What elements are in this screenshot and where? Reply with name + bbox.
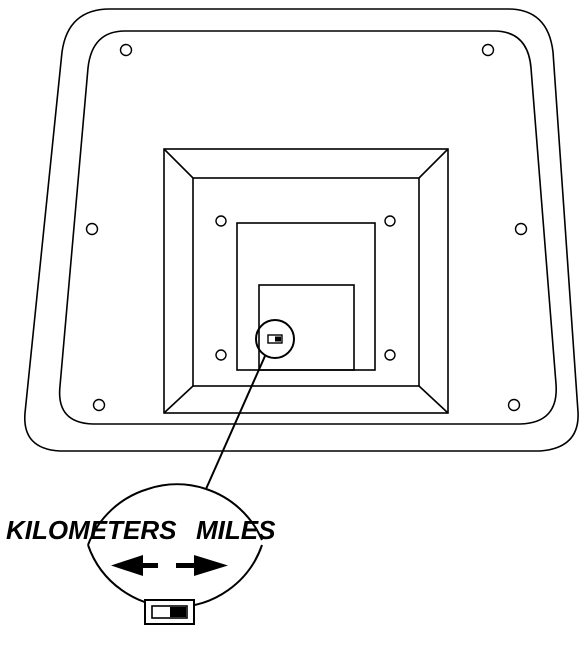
bevel-bottom-right bbox=[418, 385, 449, 414]
right-arrow bbox=[176, 555, 228, 576]
left-arrow-shaft bbox=[140, 563, 158, 568]
right-arrow-shaft bbox=[176, 563, 196, 568]
compartment-screw-bottom-left bbox=[215, 349, 227, 361]
console-inner-outline bbox=[58, 30, 557, 425]
right-arrow-head bbox=[194, 555, 228, 576]
large-unit-switch[interactable] bbox=[144, 599, 195, 625]
recessed-compartment bbox=[163, 148, 449, 414]
detail-circle-top-arc bbox=[147, 483, 207, 490]
compartment-screws bbox=[215, 215, 396, 361]
console-screws bbox=[85, 43, 528, 412]
screw-bottom-right bbox=[507, 398, 521, 412]
small-switch-knob bbox=[275, 336, 281, 342]
compartment-inner-frame bbox=[192, 177, 420, 387]
compartment-screw-top-left bbox=[215, 215, 227, 227]
screw-mid-left bbox=[85, 222, 99, 236]
screw-top-left bbox=[119, 43, 133, 57]
kilometers-label: KILOMETERS bbox=[6, 515, 177, 545]
bevel-top-left bbox=[163, 148, 194, 179]
bevel-top-right bbox=[418, 148, 449, 179]
screw-top-right bbox=[481, 43, 495, 57]
large-switch-knob bbox=[170, 607, 186, 617]
screw-bottom-left bbox=[92, 398, 106, 412]
left-arrow bbox=[111, 555, 158, 576]
callout-leader-line bbox=[205, 355, 266, 490]
small-unit-switch bbox=[267, 334, 283, 344]
console-outer-outline bbox=[24, 8, 579, 452]
left-arrow-head bbox=[111, 555, 143, 576]
miles-label: MILES bbox=[196, 515, 276, 545]
bevel-bottom-left bbox=[163, 385, 194, 414]
compartment-screw-bottom-right bbox=[384, 349, 396, 361]
switch-callout-circle bbox=[255, 319, 295, 359]
compartment-outer-frame bbox=[163, 148, 449, 414]
magnified-detail-circle bbox=[87, 488, 263, 608]
compartment-screw-top-right bbox=[384, 215, 396, 227]
screw-mid-right bbox=[514, 222, 528, 236]
